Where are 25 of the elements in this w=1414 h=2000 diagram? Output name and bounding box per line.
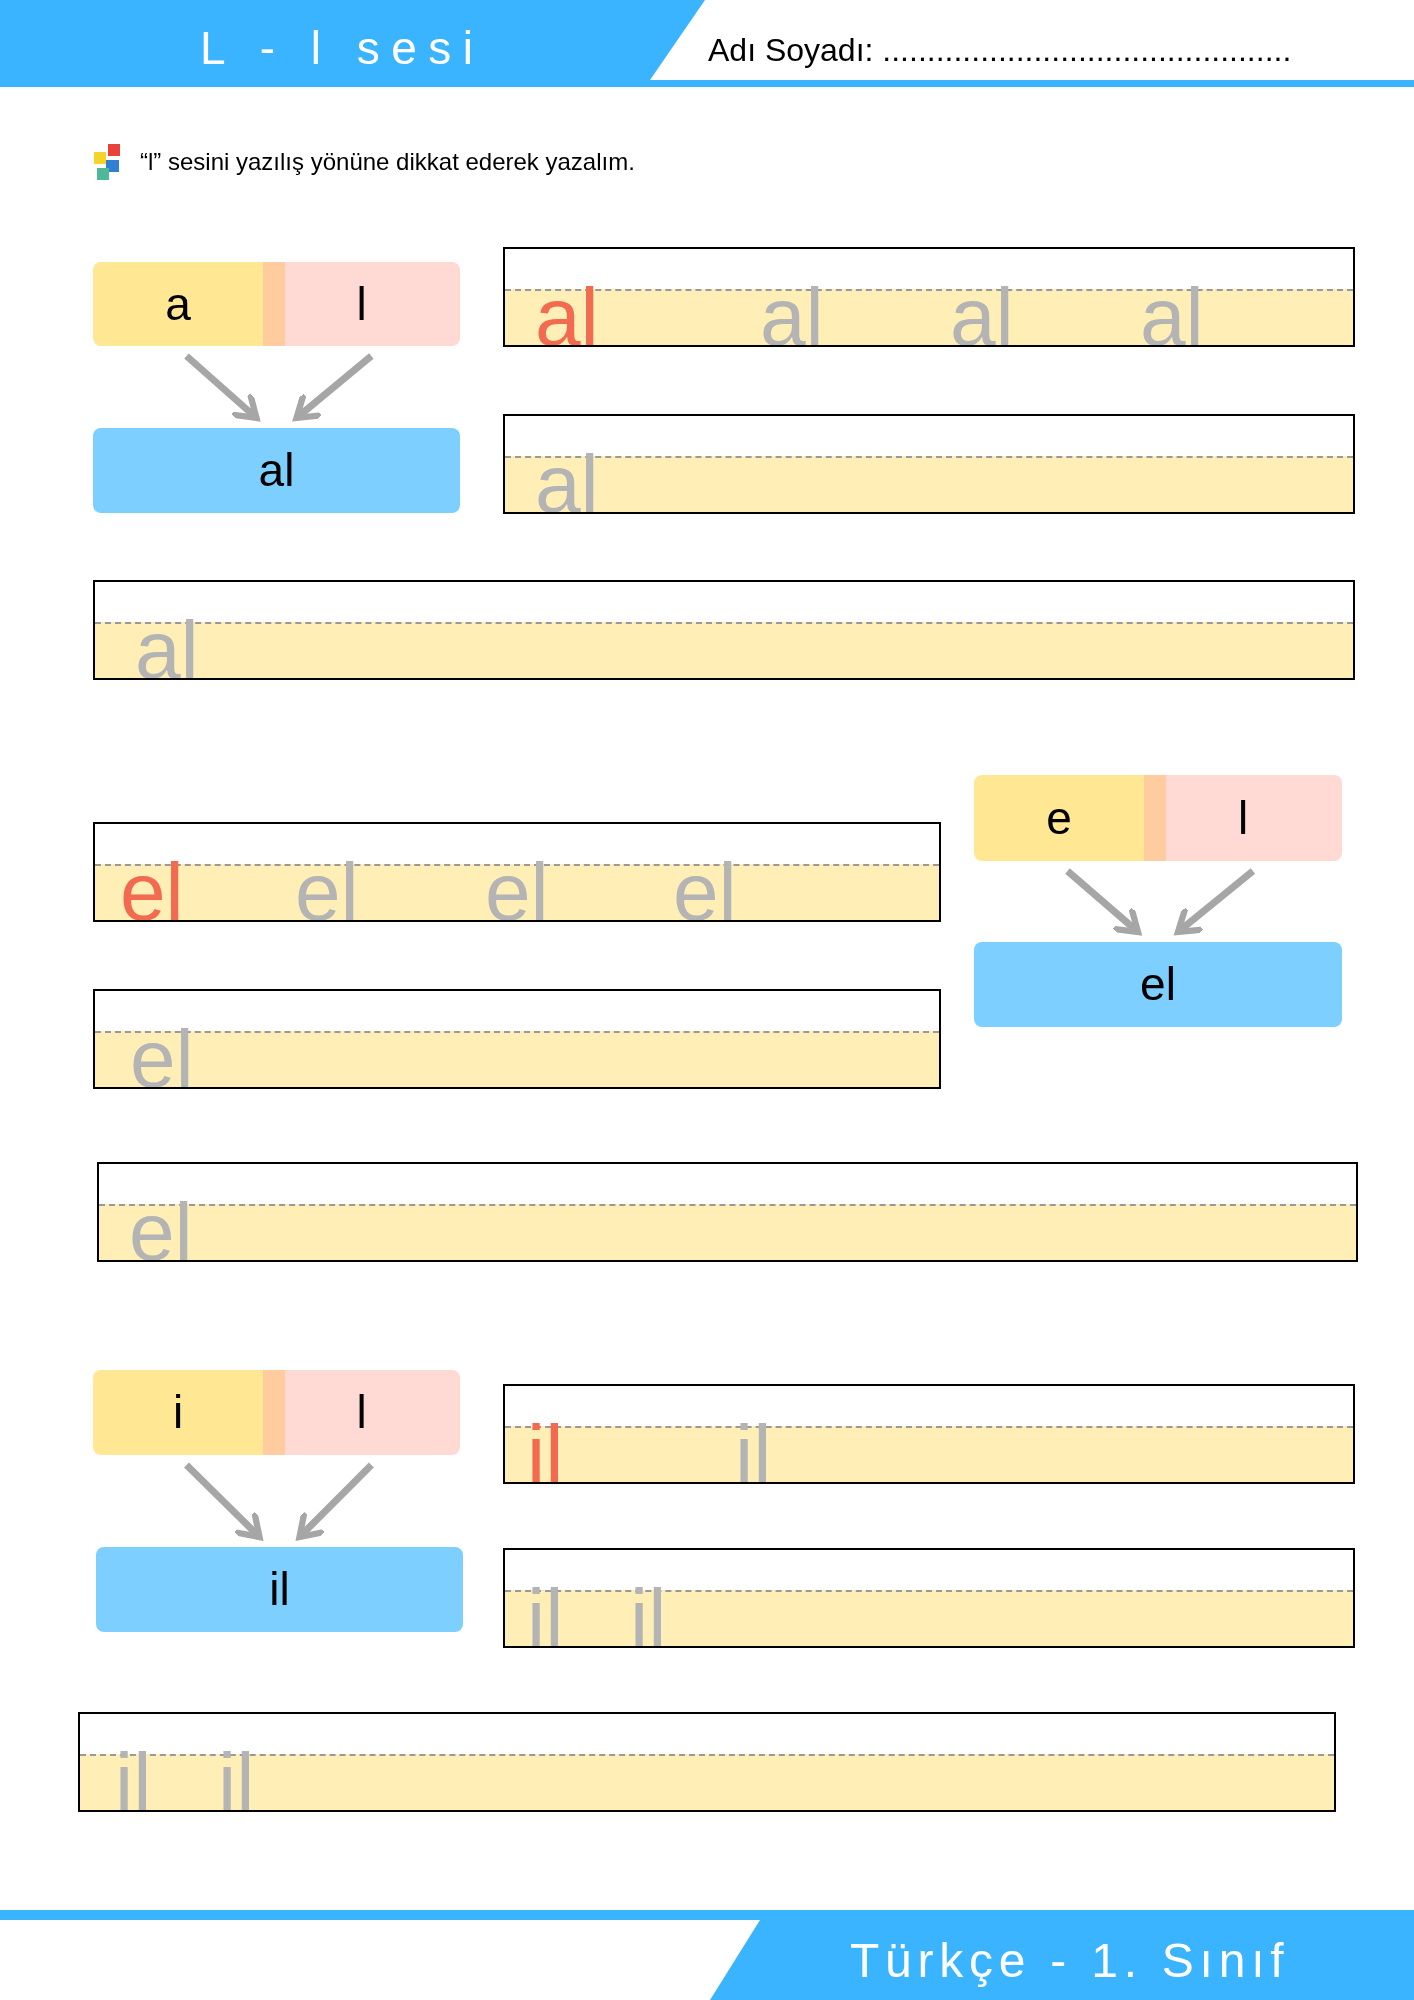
letter-box: i: [93, 1370, 263, 1455]
instruction-text: “l” sesini yazılış yönüne dikkat ederek yazalım.: [140, 147, 635, 177]
tracing-letters: il: [630, 1577, 667, 1646]
tracing-letters: il: [115, 1741, 152, 1810]
tracing-letters: il: [218, 1741, 255, 1810]
letter-box: l: [1144, 775, 1342, 861]
letter-box: a: [93, 262, 263, 346]
title: L - l sesi: [200, 21, 485, 76]
tracing-letters: il: [735, 1413, 772, 1482]
arrow: [1065, 868, 1142, 936]
letter-box: l: [263, 1370, 460, 1455]
arrow: [296, 1462, 374, 1541]
syllable-box: il: [96, 1547, 463, 1632]
arrow: [1174, 868, 1256, 936]
syllable-box: el: [974, 942, 1342, 1027]
name-field: Adı Soyadı: ..............................................: [708, 26, 1292, 74]
arrow: [184, 353, 260, 422]
arrow: [293, 353, 374, 422]
arrow: [184, 1462, 263, 1541]
syllable-box: al: [93, 428, 460, 513]
model-letters: il: [527, 1413, 564, 1482]
letter-box: e: [974, 775, 1144, 861]
letter-box: l: [263, 262, 460, 346]
footer-text: Türkçe - 1. Sınıf: [850, 1933, 1290, 1989]
tracing-letters: il: [527, 1577, 564, 1646]
